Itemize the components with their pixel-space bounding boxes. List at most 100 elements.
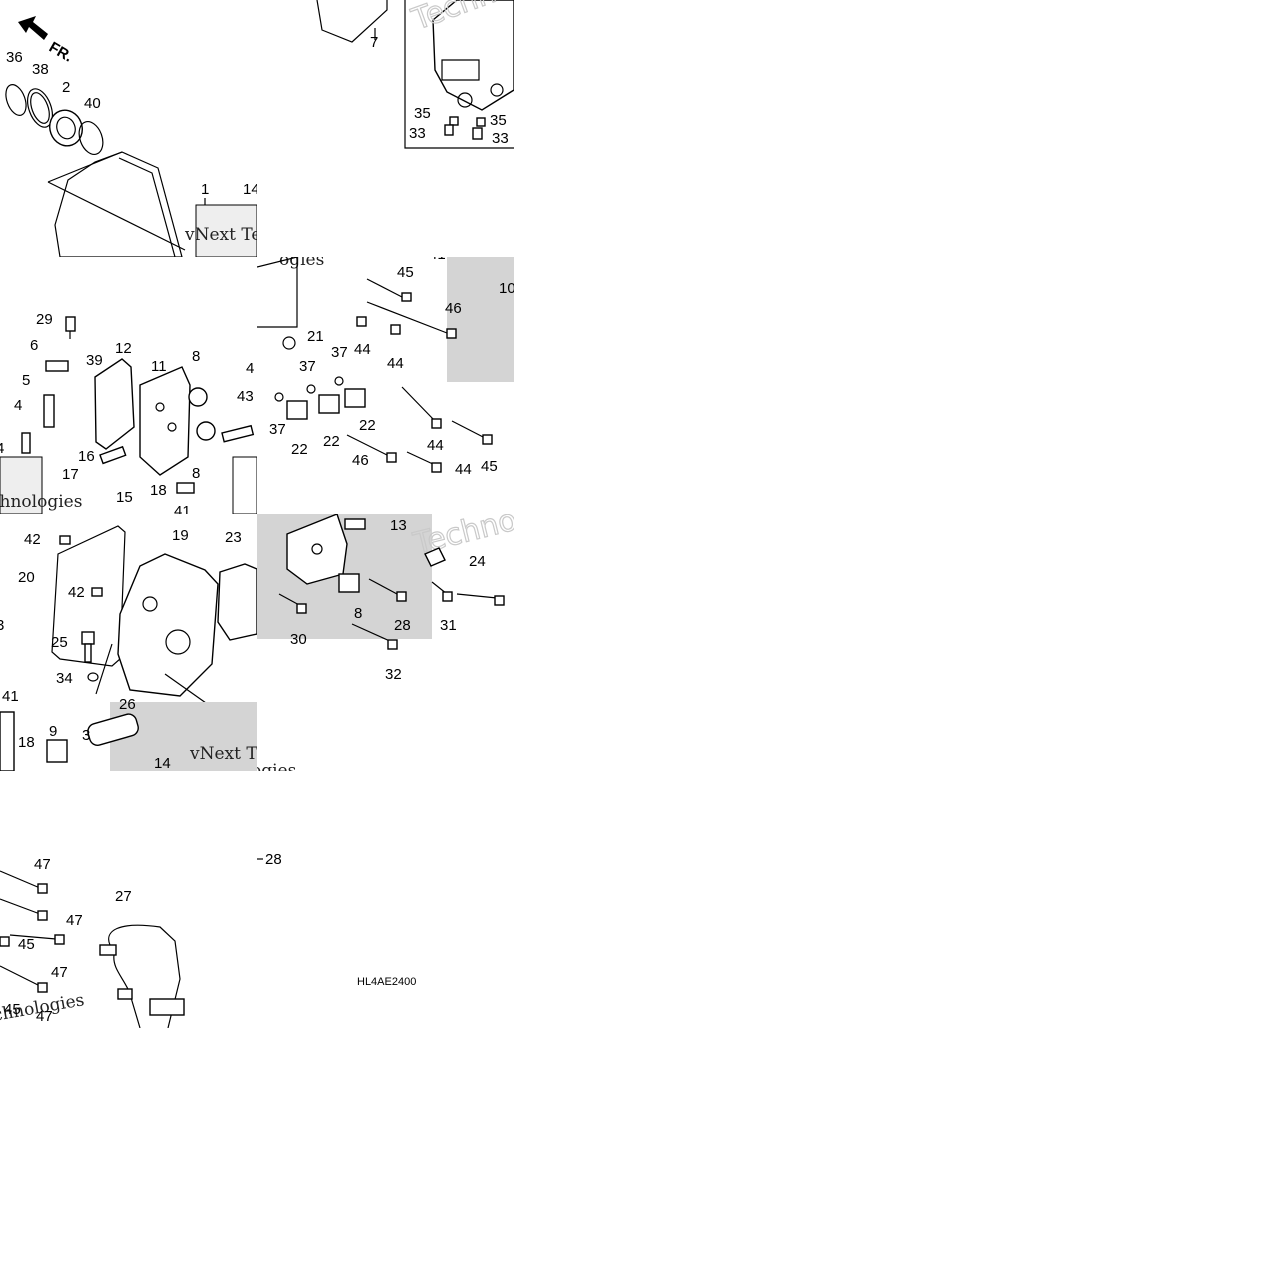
callout-label: 22 [359,417,376,434]
callout-label: 44 [354,341,371,358]
callout-label: 38 [32,61,49,78]
diagram-tile-side-cover: vNext Tec 42 19 23 20 42 3 25 34 41 26 9… [0,514,257,771]
callout-label: 11 [151,358,167,375]
callout-label: 22 [291,441,308,458]
callout-label: 26 [119,696,136,713]
direction-label: FR. [46,39,75,66]
callout-label: 19 [172,527,189,544]
filter-cartridge [87,713,139,746]
solenoid-small [338,573,360,593]
callout-label: 45 [397,264,414,281]
callout-label: 35 [414,105,431,122]
side-cover-gasket [51,525,126,667]
callout-label: 45 [4,1001,21,1018]
callout-label: 18 [150,482,167,499]
callout-label: 13 [390,517,407,534]
callout-label: 8 [354,605,362,622]
callout-label: 46 [352,452,369,469]
seal-part [49,109,83,147]
callout-label: 36 [6,49,23,66]
solenoid-small [188,387,216,441]
callout-label: 28 [265,851,282,868]
callout-label: 5 [22,372,30,389]
wire-harness [99,924,185,1028]
callout-label: 8 [192,348,200,365]
callout-label: 33 [492,130,509,147]
drawing-code: HL4AE2400 [357,976,417,988]
callout-label: 46 [445,300,462,317]
callout-label: 44 [455,461,472,478]
callout-label: 20 [18,569,35,586]
callout-label: 23 [225,529,242,546]
callout-label: 41 [429,257,446,263]
callout-label: 33 [409,125,426,142]
watermark: ogies [279,257,324,270]
cover-gasket [54,151,183,257]
callout-label: 9 [49,723,57,740]
bracket [424,547,446,567]
callout-label: 3 [0,617,4,634]
check-valve-stack [21,316,76,454]
drain-bolt [444,116,486,140]
callout-label: 28 [394,617,411,634]
watermark: vNext Tec [184,225,257,245]
callout-label: 47 [34,856,51,873]
callout-label: 16 [78,448,95,465]
callout-label: 29 [36,311,53,328]
callout-label: 30 [290,631,307,648]
watermark: chnologies [0,492,82,512]
diagram-tile-separator-plate: 29 6 39 12 11 8 5 4 4 43 4 16 17 8 15 18… [0,257,257,514]
callout-labels-t20: 42 19 23 20 42 3 25 34 41 26 9 3 18 14 [0,527,242,771]
callout-label: 42 [68,584,85,601]
callout-label: 47 [51,964,68,981]
callout-label: 44 [387,355,404,372]
callout-label: 45 [18,936,35,953]
separator-plate [94,358,135,450]
callout-label: 18 [18,734,35,751]
callout-label: 40 [84,95,101,112]
watermark: vNext Tec [189,744,257,764]
callout-label: 3 [82,727,90,744]
callout-labels-t11: 45 46 10 21 44 44 37 37 37 22 22 22 44 4… [269,257,514,478]
callout-label: 8 [192,465,200,482]
diagram-tile-housing-top: Techno 7 35 35 33 33 [257,0,514,257]
snap-ring [5,84,27,116]
diagram-tile-harness: chnologies 47 27 47 45 47 45 47 [0,771,257,1028]
callout-label: 39 [86,352,103,369]
watermark: ogies [257,761,296,771]
solenoid-shift [286,388,366,420]
diagram-tile-reference: 28 [257,771,514,1028]
callout-label: 41 [174,503,191,514]
callout-label: 44 [427,437,444,454]
callout-label: 37 [299,358,316,375]
callout-label: 2 [62,79,70,96]
callout-label: 35 [490,112,507,129]
callout-label: 21 [307,328,324,345]
callout-label: 4 [14,397,22,414]
callout-labels-t21: 13 24 8 28 31 30 32 [290,517,486,683]
callout-label: 41 [2,688,19,705]
callout-label: 12 [115,340,132,357]
callout-label: 34 [56,670,73,687]
bolt-long [346,278,493,473]
callout-label: 27 [115,888,132,905]
valve-body-housing [432,0,514,111]
callout-label: 31 [440,617,457,634]
front-arrow-icon [18,16,48,40]
callout-label: 45 [481,458,498,475]
callout-label: 42 [24,531,41,548]
callout-label: 14 [154,755,171,771]
pressure-sensor [81,631,95,663]
callout-label: 37 [269,421,286,438]
callout-label: 37 [331,344,348,361]
callout-label: 24 [469,553,486,570]
transmission-case [117,553,219,697]
callout-label: 47 [36,1008,53,1025]
callout-label: 32 [385,666,402,683]
callout-label: 47 [66,912,83,929]
diagram-tile-valve-assembly: Techno 13 24 8 28 31 30 [257,514,514,771]
callout-labels-t30: 47 27 47 45 47 45 47 [4,856,132,1025]
o-ring-large [78,120,104,156]
callout-labels-t01: 7 35 35 33 33 [370,34,509,147]
